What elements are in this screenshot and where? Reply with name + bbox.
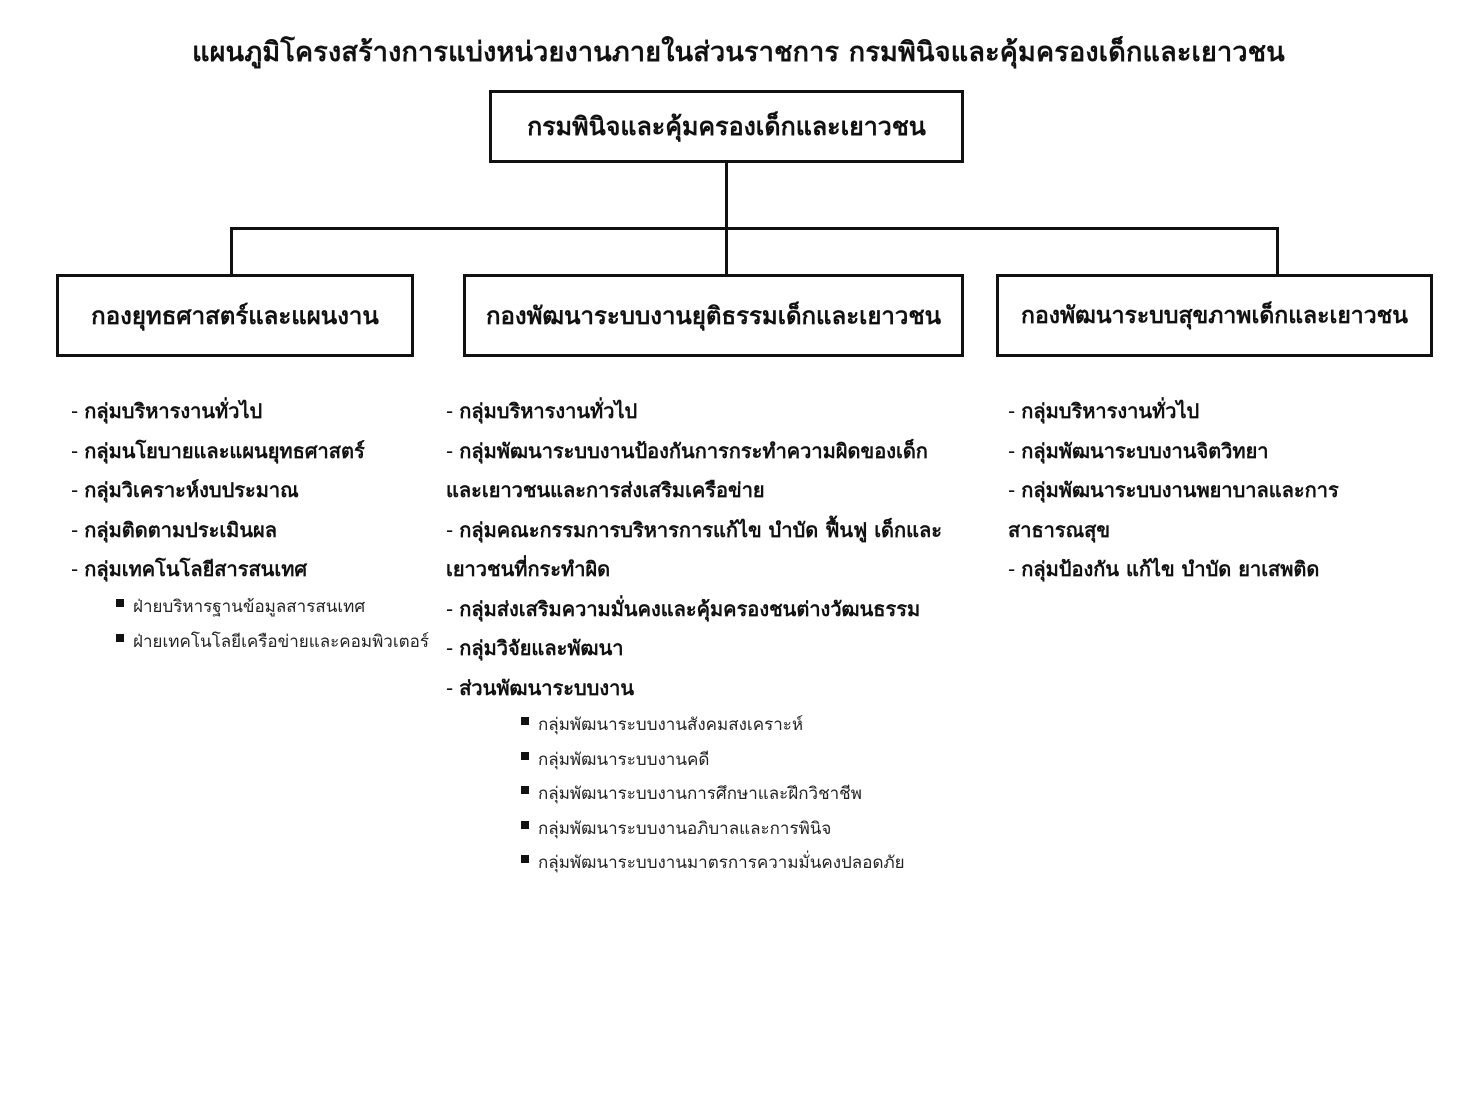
sub-list-item: ฝ่ายบริหารฐานข้อมูลสารสนเทศ (116, 590, 456, 625)
sub-list-item: กลุ่มพัฒนาระบบงานการศึกษาและฝึกวิชาชีพ (521, 777, 961, 812)
list-item: -กลุ่มพัฒนาระบบงานป้องกันการกระทำความผิด… (446, 438, 928, 463)
list-item: -กลุ่มป้องกัน แก้ไข บำบัด ยาเสพติด (1008, 557, 1320, 581)
connector-middle-vertical (725, 227, 728, 275)
connector-root-vertical (725, 162, 728, 230)
division-name: กองยุทธศาสตร์และแผนงาน (91, 302, 379, 330)
list-item-continuation: สาธารณสุข (1008, 517, 1111, 542)
list-item: -กลุ่มวิจัยและพัฒนา (446, 636, 624, 660)
department-name: กรมพินิจและคุ้มครองเด็กและเยาวชน (527, 111, 926, 141)
division-groups-justice: -กลุ่มบริหารงานทั่วไป -กลุ่มพัฒนาระบบงาน… (446, 392, 966, 708)
list-item-continuation: เยาวชนที่กระทำผิด (446, 557, 611, 581)
square-bullet-icon (116, 599, 124, 607)
square-bullet-icon (521, 855, 529, 863)
connector-horizontal (230, 227, 1279, 230)
division-box-strategy: กองยุทธศาสตร์และแผนงาน (56, 274, 414, 357)
list-item: -กลุ่มพัฒนาระบบงานจิตวิทยา (1008, 438, 1269, 463)
division-name: กองพัฒนาระบบสุขภาพเด็กและเยาวชน (1021, 302, 1408, 329)
list-item: -ส่วนพัฒนาระบบงาน (446, 675, 635, 700)
sub-list-item: กลุ่มพัฒนาระบบงานมาตรการความมั่นคงปลอดภั… (521, 846, 961, 881)
list-item: -กลุ่มคณะกรรมการบริหารการแก้ไข บำบัด ฟื้… (446, 517, 943, 542)
sub-list-item: กลุ่มพัฒนาระบบงานสังคมสงเคราะห์ (521, 708, 961, 743)
list-item: -กลุ่มเทคโนโลยีสารสนเทศ (71, 557, 308, 581)
division-box-health: กองพัฒนาระบบสุขภาพเด็กและเยาวชน (996, 274, 1433, 357)
list-item: -กลุ่มส่งเสริมความมั่นคงและคุ้มครองชนต่า… (446, 596, 921, 621)
department-box: กรมพินิจและคุ้มครองเด็กและเยาวชน (489, 90, 964, 163)
list-item: -กลุ่มวิเคราะห์งบประมาณ (71, 478, 299, 502)
chart-title: แผนภูมิโครงสร้างการแบ่งหน่วยงานภายในส่วน… (192, 37, 1285, 68)
list-item: -กลุ่มบริหารงานทั่วไป (446, 399, 638, 423)
division-box-justice: กองพัฒนาระบบงานยุติธรรมเด็กและเยาวชน (463, 274, 964, 357)
division-name: กองพัฒนาระบบงานยุติธรรมเด็กและเยาวชน (485, 302, 942, 330)
division-groups-health: -กลุ่มบริหารงานทั่วไป -กลุ่มพัฒนาระบบงาน… (1008, 392, 1428, 590)
list-item: -กลุ่มพัฒนาระบบงานพยาบาลและการ (1008, 478, 1339, 502)
sub-list-item: ฝ่ายเทคโนโลยีเครือข่ายและคอมพิวเตอร์ (116, 625, 456, 660)
square-bullet-icon (521, 717, 529, 725)
list-item: -กลุ่มบริหารงานทั่วไป (71, 399, 263, 423)
sub-list-item: กลุ่มพัฒนาระบบงานอภิบาลและการพินิจ (521, 812, 961, 847)
division-groups-strategy: -กลุ่มบริหารงานทั่วไป -กลุ่มนโยบายและแผน… (71, 392, 441, 590)
list-item: -กลุ่มบริหารงานทั่วไป (1008, 399, 1200, 423)
subgroups-strategy: ฝ่ายบริหารฐานข้อมูลสารสนเทศ ฝ่ายเทคโนโลย… (116, 590, 456, 659)
connector-right-vertical (1276, 227, 1279, 275)
square-bullet-icon (521, 820, 529, 829)
subgroups-justice: กลุ่มพัฒนาระบบงานสังคมสงเคราะห์ กลุ่มพัฒ… (521, 708, 961, 881)
connector-left-vertical (230, 227, 233, 275)
list-item-continuation: และเยาวชนและการส่งเสริมเครือข่าย (446, 478, 765, 502)
square-bullet-icon (521, 786, 529, 794)
square-bullet-icon (116, 633, 124, 642)
square-bullet-icon (521, 751, 529, 760)
list-item: -กลุ่มนโยบายและแผนยุทธศาสตร์ (71, 438, 365, 463)
sub-list-item: กลุ่มพัฒนาระบบงานคดี (521, 743, 961, 778)
list-item: -กลุ่มติดตามประเมินผล (71, 517, 277, 542)
